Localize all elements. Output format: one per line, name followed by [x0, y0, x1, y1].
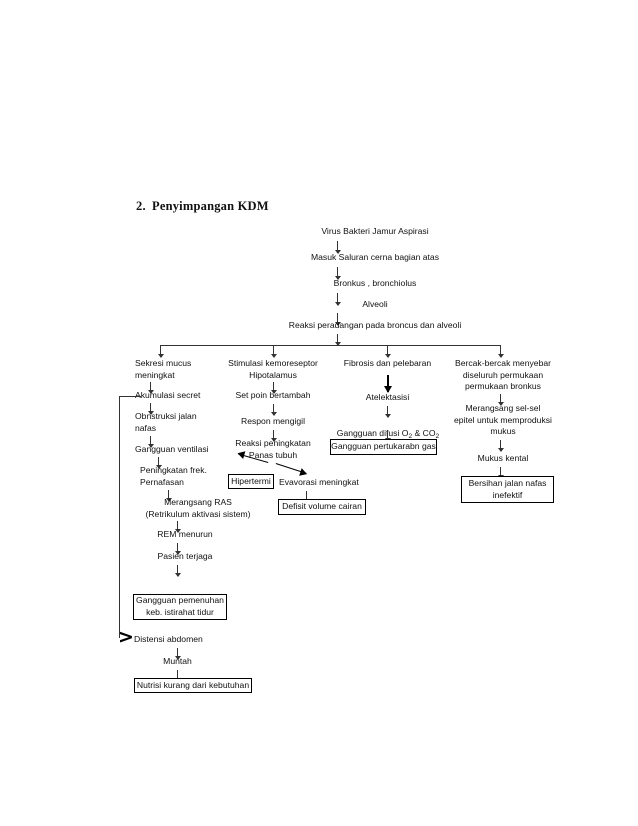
node-fibrosis-dan-pelebaran: Fibrosis dan pelebaran: [343, 358, 432, 368]
arrow-c1-4: [155, 457, 162, 469]
subscript-co2: 2: [435, 432, 440, 440]
arrow-c1-7: [174, 543, 181, 555]
feedback-arrowhead-icon: >: [118, 626, 134, 648]
node-bronkus-bronchiolus: Bronkus , bronchiolus: [333, 278, 417, 288]
node-peningkatan-frek-pernafasan: Peningkatan frek. Pernafasan: [140, 465, 207, 487]
box-nutrisi-kurang-dari-kebutuhan: Nutrisi kurang dari kebutuhan: [134, 678, 252, 693]
arrow-c3-2: [384, 406, 391, 418]
node-merangsang-ras: Merangsang RAS (Retrikulum aktivasi sist…: [145, 497, 251, 519]
node-distensi-abdomen: Distensi abdomen: [134, 634, 203, 644]
arrow-c1-1: [147, 382, 154, 394]
node-stimulasi-kemoreseptor-hipotalamus: Stimulasi kemoreseptor Hipotalamus: [228, 358, 318, 380]
arrow-branch-4: [497, 345, 504, 358]
feedback-line-vertical: [119, 396, 120, 638]
node-obnstruksi-jalan-nafas: Obnstruksi jalan nafas: [135, 411, 197, 433]
arrow-c2-1: [270, 382, 277, 394]
arrow-c3-1: [383, 375, 392, 393]
node-atelektasisi: Atelektasisi: [365, 392, 410, 402]
arrow-branch-2: [270, 345, 277, 358]
arrow-c1-9: [174, 648, 181, 660]
arrow-c2-3: [270, 430, 277, 442]
box-bersihan-jalan-nafas-inefektif: Bersihan jalan nafas inefektif: [461, 476, 554, 503]
node-respon-mengigil: Respon mengigil: [240, 416, 305, 426]
node-alveoli: Alveoli: [362, 299, 388, 309]
box-gangguan-pertukaran-gas: Gangguan pertukarabn gas: [330, 439, 437, 455]
arrow-c1-6: [174, 521, 181, 533]
arrow-c4-1: [497, 394, 504, 406]
node-evavorasi-meningkat: Evavorasi meningkat: [279, 477, 359, 487]
box-gangguan-pemenuhan-istirahat-tidur: Gangguan pemenuhan keb. istirahat tidur: [133, 594, 227, 620]
feedback-line-top: [119, 396, 141, 397]
node-reaksi-peradangan: Reaksi peradangan pada broncus dan alveo…: [288, 320, 462, 330]
arrow-c1-8: [174, 565, 181, 577]
subscript-o2: 2: [408, 432, 413, 440]
arrow-c1-2: [147, 403, 154, 415]
arrow-panas-to-evavorasi: [275, 463, 307, 475]
node-gangguan-difusi-o2-co2: Gangguan difusi O2 & CO2: [325, 416, 451, 440]
node-akumulasi-secret: Akumulasi secret: [135, 390, 201, 400]
node-masuk-saluran-cerna: Masuk Saluran cerna bagian atas: [310, 252, 440, 262]
node-bercak-bercak-menyebar: Bercak-bercak menyebar diseluruh permuka…: [454, 358, 551, 392]
arrow-top-4: [334, 313, 341, 326]
arrow-branch-3: [384, 345, 391, 358]
node-pasien-terjaga: Pasien terjaga: [157, 551, 213, 561]
gangguan-difusi-prefix: Gangguan difusi O: [336, 427, 409, 438]
node-reaksi-peningkatan-panas-tubuh: Reaksi peningkatan Panas tubuh: [235, 438, 311, 460]
arrow-top-2: [334, 267, 341, 280]
arrow-top-5: [334, 334, 341, 346]
arrow-c4-2: [497, 440, 504, 452]
arrow-c1-3: [147, 436, 154, 448]
box-defisit-volume-cairan: Defisit volume cairan: [278, 499, 366, 515]
title-text: Penyimpangan KDM: [152, 199, 269, 213]
node-set-poin-bertambah: Set poin bertambah: [235, 390, 311, 400]
title-number: 2.: [136, 199, 146, 213]
arrow-c1-5: [165, 490, 172, 502]
node-merangsang-sel-sel-epitel: Merangsang sel-sel epitel untuk memprodu…: [454, 403, 552, 437]
arrow-top-1: [334, 241, 341, 254]
arrow-top-3: [334, 293, 341, 306]
arrow-c2-2: [270, 404, 277, 416]
node-virus-bakteri-jamur-aspirasi: Virus Bakteri Jamur Aspirasi: [321, 226, 429, 236]
box-hipertermi: Hipertermi: [228, 474, 274, 489]
arrow-branch-1: [157, 345, 164, 358]
page-title: 2. Penyimpangan KDM: [136, 199, 269, 214]
node-gangguan-ventilasi: Gangguan ventilasi: [135, 444, 209, 454]
branch-bus-line: [160, 345, 501, 346]
gangguan-difusi-mid: & CO: [412, 427, 436, 438]
node-muntah: Muntah: [163, 656, 192, 666]
node-rem-menurun: REM menurun: [157, 529, 213, 539]
node-sekresi-mucus-meningkat: Sekresi mucus meningkat: [135, 358, 192, 380]
node-mukus-kental: Mukus kental: [477, 453, 529, 463]
